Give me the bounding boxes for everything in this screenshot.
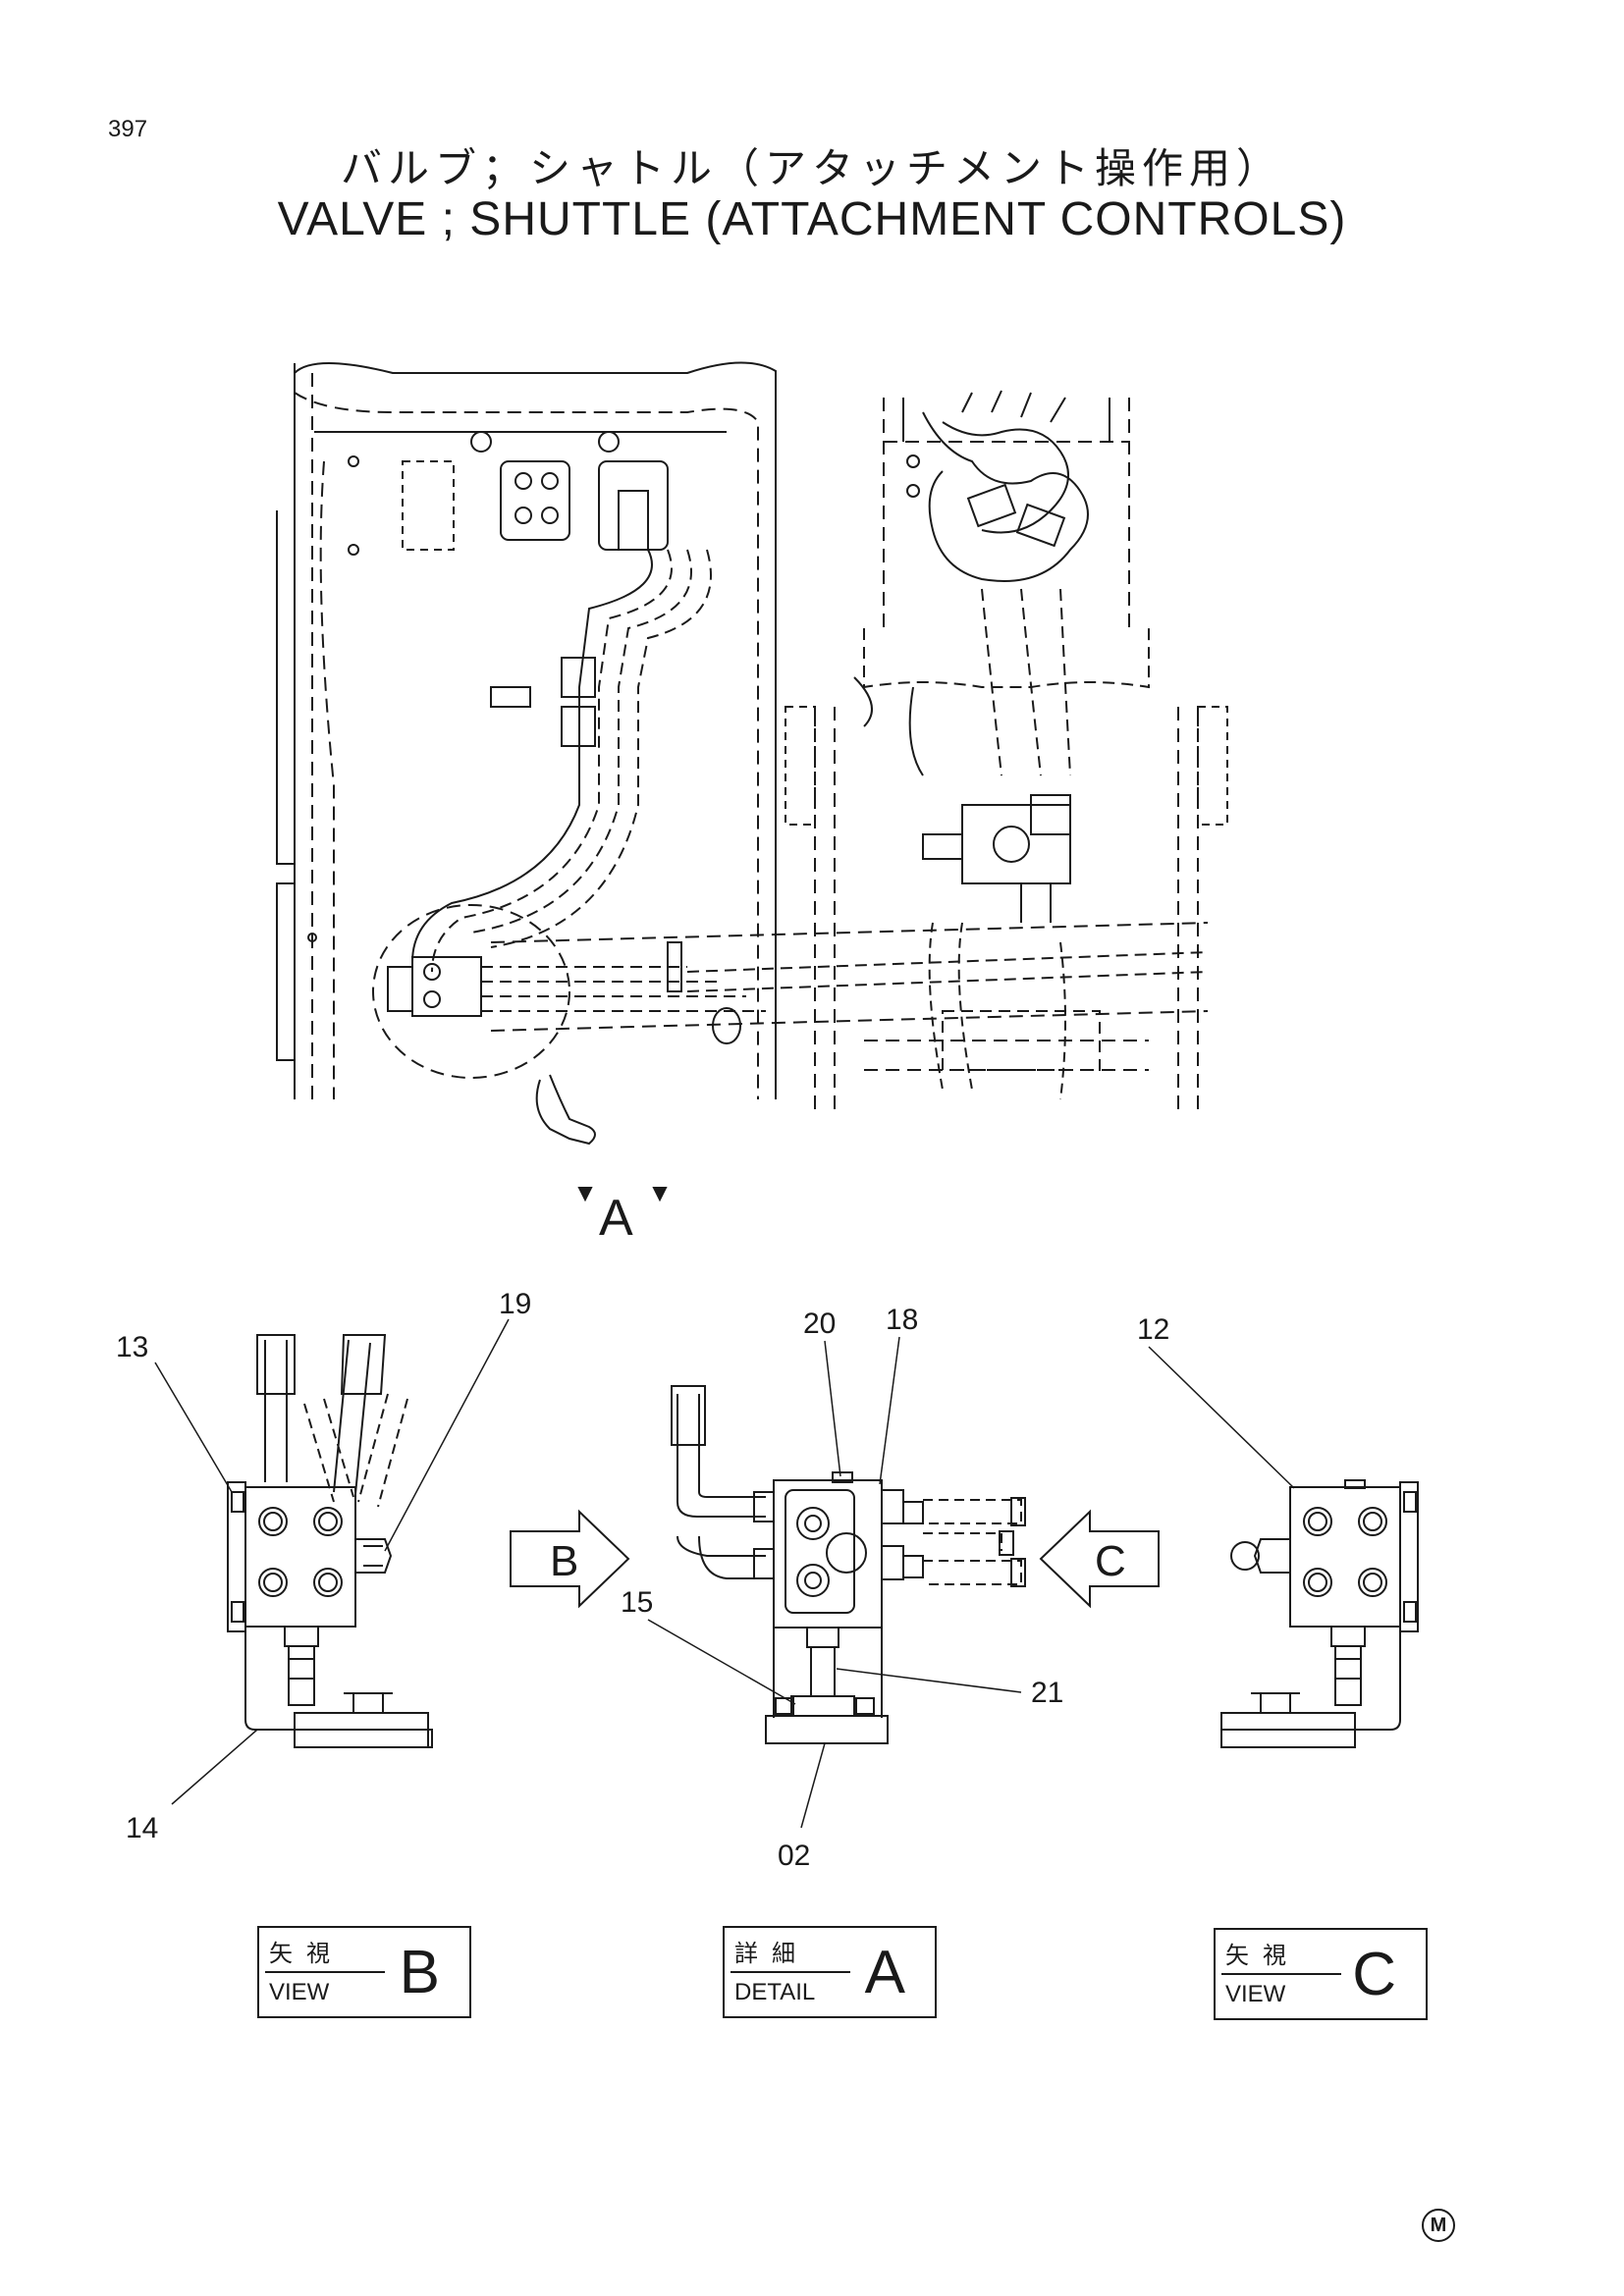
detail-a-label-en: DETAIL <box>734 1979 816 2005</box>
view-c-label-jp: 矢視 <box>1225 1942 1300 1969</box>
cab-frame <box>276 361 777 1099</box>
detail-a-label-jp: 詳細 <box>734 1940 809 1967</box>
hose-bundle-left <box>307 549 712 973</box>
view-c-label-rule <box>1221 1973 1341 1975</box>
detail-a-assembly <box>671 1385 1026 1744</box>
view-b-label-rule <box>265 1971 385 1973</box>
callout-15: 15 <box>621 1586 653 1619</box>
callout-21: 21 <box>1031 1677 1063 1709</box>
detail-a-label-letter: A <box>864 1939 905 2006</box>
callout-numbers: 13 19 14 20 18 15 21 02 12 <box>116 1288 1169 1872</box>
page-number: 397 <box>108 116 148 142</box>
view-b-label-jp: 矢視 <box>269 1940 344 1967</box>
detail-a-circle <box>372 904 766 1146</box>
callout-20: 20 <box>803 1308 836 1340</box>
arrow-c-label: C <box>1095 1537 1126 1585</box>
corner-mark-m: M <box>1422 2209 1455 2242</box>
view-c-label-letter: C <box>1352 1941 1396 2008</box>
detail-a-label-rule <box>731 1971 850 1973</box>
page-title-japanese: バルブ；シャトル（アタッチメント操作用） <box>340 144 1283 192</box>
main-assembly-view <box>276 361 1228 1146</box>
callout-19: 19 <box>499 1288 531 1320</box>
arrow-b-label: B <box>550 1537 578 1585</box>
view-a-marker <box>577 1187 668 1202</box>
view-c-label-box: 矢視 VIEW C <box>1214 1928 1428 2020</box>
view-b-label-letter: B <box>399 1939 440 2006</box>
callout-13: 13 <box>116 1331 148 1363</box>
rear-assembly-view <box>785 390 1228 1109</box>
arrow-b <box>510 1509 630 1609</box>
leader-lines <box>154 1318 1295 1829</box>
arrow-c <box>1039 1509 1160 1609</box>
main-view-a-label: A <box>599 1190 633 1247</box>
page-title-english: VALVE ; SHUTTLE (ATTACHMENT CONTROLS) <box>277 193 1347 245</box>
view-b-label-box: 矢視 VIEW B <box>257 1926 471 2018</box>
horizontal-beam <box>490 922 1209 1044</box>
view-b-assembly <box>227 1334 433 1748</box>
detail-a-label-box: 詳細 DETAIL A <box>723 1926 937 2018</box>
callout-12: 12 <box>1137 1313 1169 1346</box>
callout-18: 18 <box>886 1304 918 1336</box>
view-c-label-en: VIEW <box>1225 1981 1286 2007</box>
callout-14: 14 <box>126 1812 158 1844</box>
callout-02: 02 <box>778 1840 810 1872</box>
view-c-assembly <box>1220 1479 1419 1748</box>
view-b-label-en: VIEW <box>269 1979 330 2005</box>
